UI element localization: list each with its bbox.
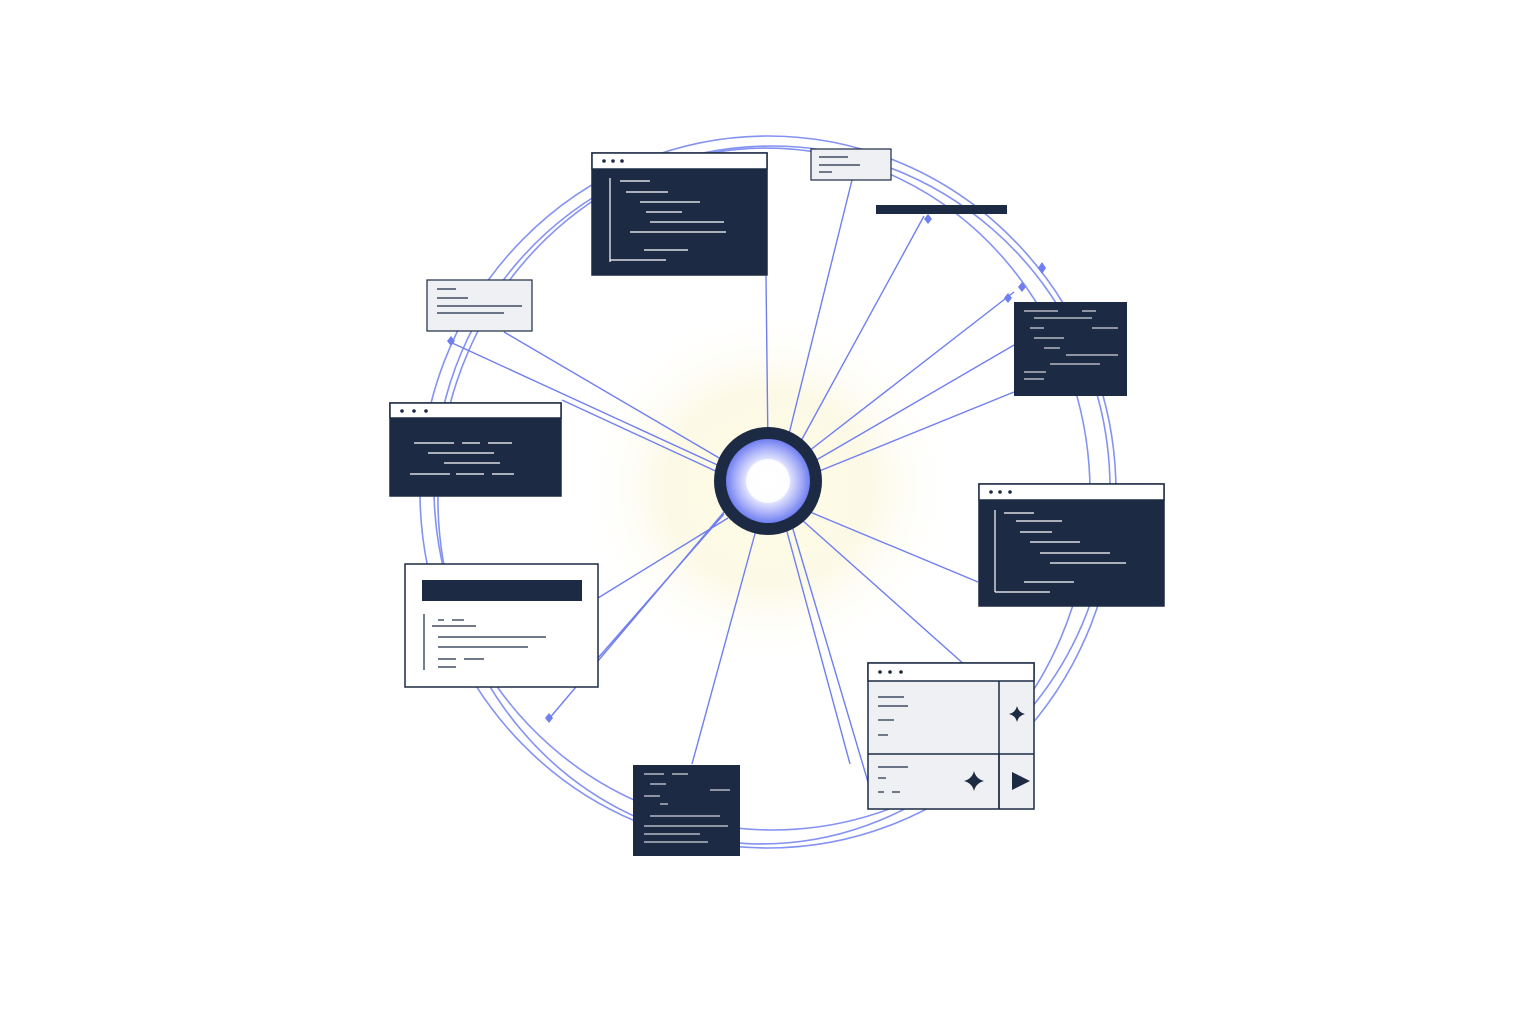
window-controls-icon <box>878 670 903 674</box>
spoke-line <box>785 527 851 765</box>
sparkle-icon <box>964 771 984 791</box>
code-lines <box>994 510 1126 593</box>
orbit-node <box>447 336 455 346</box>
code-lines <box>1024 310 1118 380</box>
orbit-node <box>924 214 932 224</box>
window-controls-icon <box>400 409 428 413</box>
top-code-window <box>591 152 768 276</box>
text-lines <box>410 442 514 475</box>
orbit-node <box>1038 262 1046 274</box>
right-code-window <box>978 483 1165 607</box>
bottom-right-app-window <box>867 662 1035 810</box>
spoke-line <box>503 331 727 463</box>
left-code-window <box>389 402 562 497</box>
left-document-window <box>404 563 599 688</box>
spoke-line <box>765 275 769 451</box>
hub <box>714 427 822 535</box>
text-lines <box>878 696 908 793</box>
orbit-nodes <box>447 214 1046 723</box>
spoke-line <box>597 517 729 599</box>
document-header <box>422 580 582 601</box>
bottom-code-panel <box>633 765 740 856</box>
left-note-card <box>426 279 533 332</box>
spoke-line <box>785 179 853 447</box>
spoke-line <box>791 525 869 783</box>
window-controls-icon <box>989 490 1012 494</box>
spoke-line <box>561 399 723 475</box>
play-icon <box>1012 772 1030 790</box>
spoke-line <box>449 341 725 469</box>
orbit-node <box>1004 293 1012 303</box>
spoke-line <box>809 511 979 583</box>
code-lines <box>609 178 726 262</box>
window-controls-icon <box>602 159 624 163</box>
top-small-note <box>810 148 892 181</box>
spoke-line <box>794 215 925 453</box>
sparkle-icon <box>1009 706 1025 722</box>
spoke-lines <box>449 179 1041 783</box>
spoke-line <box>805 329 1041 467</box>
top-dark-bar <box>876 205 1007 214</box>
orbit-node <box>545 713 553 723</box>
text-lines <box>423 614 546 670</box>
code-lines <box>644 773 730 843</box>
spoke-line <box>691 529 757 765</box>
right-top-code-panel <box>1014 302 1127 396</box>
spoke-line <box>811 391 1015 475</box>
spoke-line <box>799 291 1015 459</box>
orbit-node <box>1018 282 1026 292</box>
spoke-line <box>801 519 967 667</box>
